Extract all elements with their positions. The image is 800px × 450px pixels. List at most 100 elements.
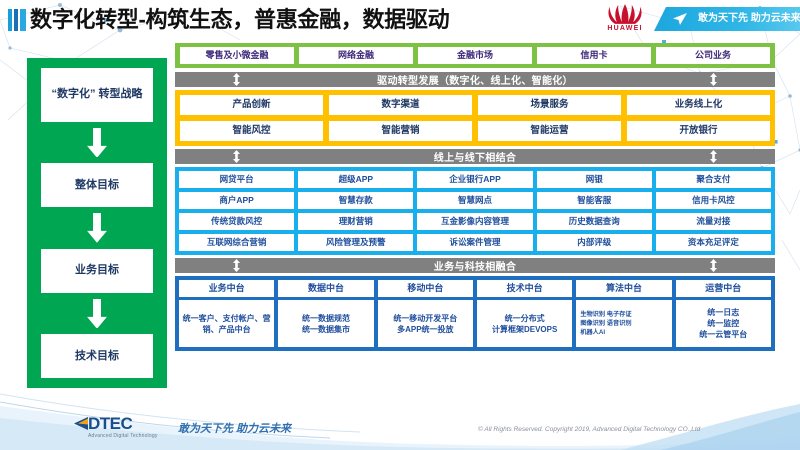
business-goal-item[interactable]: 超级APP [298, 171, 414, 188]
tech-goal-body: 统一日志 统一监控 统一云管平台 [675, 300, 771, 347]
business-goal-item[interactable]: 商户APP [179, 192, 295, 209]
business-line-item[interactable]: 网络金融 [299, 47, 413, 64]
huawei-logo: HUAWEI [598, 2, 652, 38]
business-goal-item[interactable]: 信用卡风控 [655, 192, 772, 209]
tech-goal-head: 移动中台 [377, 280, 473, 297]
overall-goal-item[interactable]: 产品创新 [180, 95, 323, 115]
overall-goal-row: 智能风控 智能营销 智能运营 开放银行 [180, 121, 770, 141]
double-arrow-icon [233, 259, 240, 272]
strategy-item-label: 技术目标 [75, 349, 119, 362]
tech-goal-head: 数据中台 [278, 280, 374, 297]
business-line-item[interactable]: 公司业务 [656, 47, 770, 64]
footer-swoosh-decoration [0, 393, 800, 450]
overall-goal-item[interactable]: 数字渠道 [329, 95, 472, 115]
strategy-item-label: “数字化” 转型战略 [51, 88, 143, 101]
business-goal-item[interactable]: 智慧网点 [417, 192, 533, 209]
strategy-item-overall-goal[interactable]: 整体目标 [41, 163, 153, 208]
tech-goal-body: 统一移动开发平台 多APP统一投放 [377, 300, 473, 347]
business-goal-row: 互联网综合营销 风险管理及预警 诉讼案件管理 内部评级 资本充足评定 [179, 234, 772, 251]
strategy-item-label: 整体目标 [75, 178, 119, 191]
business-goal-item[interactable]: 网贷平台 [179, 171, 295, 188]
overall-goal-item[interactable]: 智能运营 [478, 121, 621, 141]
business-goal-item[interactable]: 流量对接 [655, 213, 772, 230]
double-arrow-icon [710, 259, 717, 272]
business-goal-item[interactable]: 智慧存款 [298, 192, 414, 209]
strategy-item-business-goal[interactable]: 业务目标 [41, 248, 153, 293]
dtec-wordmark: DTEC [88, 414, 133, 433]
tech-goal-body: 生物识别 电子存证 图像识别 语音识别 机器人AI [576, 300, 672, 347]
connector-band-label: 驱动转型发展（数字化、线上化、智能化） [377, 76, 573, 87]
tech-goal-column-technology[interactable]: 技术中台 统一分布式 计算框架DEVOPS [476, 280, 573, 347]
connector-band-business-goal: 线上与线下相结合 [175, 149, 775, 164]
huawei-flower-icon [608, 4, 642, 24]
arrow-down-icon-2 [87, 213, 107, 243]
tech-goal-head: 运营中台 [675, 280, 771, 297]
tech-goal-column-data[interactable]: 数据中台 统一数据规范 统一数据集市 [278, 280, 374, 347]
strategy-item-tech-goal[interactable]: 技术目标 [41, 334, 153, 379]
overall-goal-item[interactable]: 业务线上化 [627, 95, 770, 115]
business-goal-row: 传统贷款风控 理财营销 互金影像内容管理 历史数据查询 流量对接 [179, 213, 772, 230]
business-goal-item[interactable]: 企业银行APP [417, 171, 533, 188]
arrow-down-icon-1 [87, 127, 107, 158]
copyright-text: © All Rights Reserved. Copyright 2019, A… [478, 426, 701, 433]
overall-goal-item[interactable]: 开放银行 [627, 121, 770, 141]
tech-goal-column-operation[interactable]: 运营中台 统一日志 统一监控 统一云管平台 [675, 280, 771, 347]
double-arrow-icon [710, 73, 717, 86]
strategy-flow-column: “数字化” 转型战略 整体目标 业务目标 技术目标 [27, 58, 167, 388]
connector-band-label: 业务与科技相融合 [433, 262, 517, 273]
business-line-item[interactable]: 金融市场 [418, 47, 532, 64]
business-goal-item[interactable]: 互联网综合营销 [179, 234, 295, 251]
tech-goal-head: 业务中台 [179, 280, 275, 297]
tech-goal-head: 技术中台 [476, 280, 573, 297]
arrow-down-icon-3 [87, 298, 107, 329]
slogan-ribbon: 敢为天下先 助力云未来 [654, 7, 800, 31]
business-goal-item[interactable]: 互金影像内容管理 [417, 213, 533, 230]
double-arrow-icon [710, 150, 717, 163]
tech-goal-columns: 业务中台 统一客户、支付帐户、营销、产品中台 数据中台 统一数据规范 统一数据集… [179, 280, 771, 347]
slide-header: 数字化转型-构筑生态，普惠金融，数据驱动 HUAWEI 敢为天下先 助力云未来 [0, 0, 800, 40]
business-goal-item[interactable]: 聚合支付 [655, 171, 772, 188]
business-line-item[interactable]: 信用卡 [537, 47, 651, 64]
tech-goal-body: 统一客户、支付帐户、营销、产品中台 [179, 300, 275, 347]
connector-band-label: 线上与线下相结合 [433, 153, 517, 164]
business-lines-band: 零售及小微金融 网络金融 金融市场 信用卡 公司业务 [175, 43, 775, 68]
strategy-item-label: 业务目标 [75, 264, 119, 277]
paper-plane-icon [673, 13, 687, 25]
footer-slogan: 敢为天下先 助力云未来 [178, 423, 292, 435]
business-goal-item[interactable]: 传统贷款风控 [179, 213, 295, 230]
content-column: 零售及小微金融 网络金融 金融市场 信用卡 公司业务 驱动转型发展（数字化、线上… [175, 43, 775, 351]
header-slogan: 敢为天下先 助力云未来 [698, 13, 800, 24]
double-arrow-icon [233, 150, 240, 163]
business-goal-item[interactable]: 资本充足评定 [655, 234, 772, 251]
tech-goal-column-business[interactable]: 业务中台 统一客户、支付帐户、营销、产品中台 [179, 280, 275, 347]
slide-footer: DTEC Advanced Digital Technology 敢为天下先 助… [0, 392, 800, 450]
business-goal-item[interactable]: 历史数据查询 [536, 213, 652, 230]
overall-goal-row: 产品创新 数字渠道 场景服务 业务线上化 [180, 95, 770, 115]
business-goal-row: 网贷平台 超级APP 企业银行APP 网银 聚合支付 [179, 171, 772, 188]
business-goal-item[interactable]: 诉讼案件管理 [417, 234, 533, 251]
dtec-tagline: Advanced Digital Technology [88, 433, 158, 439]
overall-goal-item[interactable]: 智能风控 [180, 121, 323, 141]
business-goal-item[interactable]: 内部评级 [536, 234, 652, 251]
tech-goal-column-algorithm[interactable]: 算法中台 生物识别 电子存证 图像识别 语音识别 机器人AI [576, 280, 672, 347]
business-goal-band: 网贷平台 超级APP 企业银行APP 网银 聚合支付 商户APP 智慧存款 智慧… [175, 167, 775, 255]
strategy-item-transformation[interactable]: “数字化” 转型战略 [41, 68, 153, 122]
tech-goal-body: 统一分布式 计算框架DEVOPS [476, 300, 573, 347]
tech-goal-body: 统一数据规范 统一数据集市 [278, 300, 374, 347]
page-number: 10 [769, 422, 782, 434]
page-title: 数字化转型-构筑生态，普惠金融，数据驱动 [30, 7, 450, 32]
business-goal-item[interactable]: 智能客服 [536, 192, 652, 209]
title-bars-icon [8, 9, 26, 31]
overall-goal-item[interactable]: 智能营销 [329, 121, 472, 141]
connector-band-tech-goal: 业务与科技相融合 [175, 258, 775, 273]
business-goal-item[interactable]: 理财营销 [298, 213, 414, 230]
overall-goal-band: 产品创新 数字渠道 场景服务 业务线上化 智能风控 智能营销 智能运营 开放银行 [175, 90, 775, 146]
tech-goal-column-mobile[interactable]: 移动中台 统一移动开发平台 多APP统一投放 [377, 280, 473, 347]
connector-band-overall-goal: 驱动转型发展（数字化、线上化、智能化） [175, 72, 775, 87]
overall-goal-item[interactable]: 场景服务 [478, 95, 621, 115]
business-goal-item[interactable]: 风险管理及预警 [298, 234, 414, 251]
dtec-logo: DTEC Advanced Digital Technology [74, 414, 170, 440]
huawei-wordmark: HUAWEI [607, 25, 643, 32]
business-goal-item[interactable]: 网银 [536, 171, 652, 188]
business-line-item[interactable]: 零售及小微金融 [180, 47, 294, 64]
